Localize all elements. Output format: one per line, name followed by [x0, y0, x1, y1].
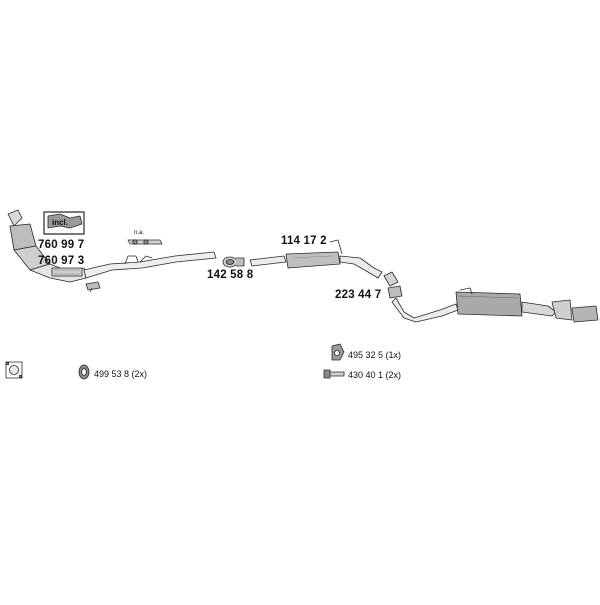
oxygen-sensor — [127, 239, 163, 245]
connector-piece — [383, 271, 403, 299]
included-kit-box — [43, 211, 85, 235]
middle-silencer — [249, 239, 383, 279]
part-number-catalyst-1: 760 99 7 — [38, 239, 85, 251]
part-number-connector: 223 44 7 — [335, 289, 382, 301]
rubber-ring — [78, 364, 90, 380]
part-number-middle-silencer: 114 17 2 — [281, 235, 327, 247]
part-number-bracket: 495 32 5 (1x) — [348, 350, 402, 360]
rubber-bracket — [331, 343, 345, 361]
sensor-note: n.a. — [134, 230, 145, 236]
rear-silencer — [391, 287, 599, 323]
part-number-bolt: 430 40 1 (2x) — [348, 370, 402, 380]
bolt — [323, 369, 345, 379]
catalytic-converter — [7, 209, 87, 283]
pipe-clamp — [222, 256, 245, 268]
front-pipe — [83, 251, 217, 293]
incl-box-label: incl. — [52, 218, 69, 227]
part-number-catalyst-2: 760 97 3 — [38, 255, 85, 267]
part-number-clamp: 142 58 8 — [207, 269, 254, 281]
part-number-ring: 499 53 8 (2x) — [94, 369, 148, 379]
flange-gasket — [5, 361, 23, 379]
